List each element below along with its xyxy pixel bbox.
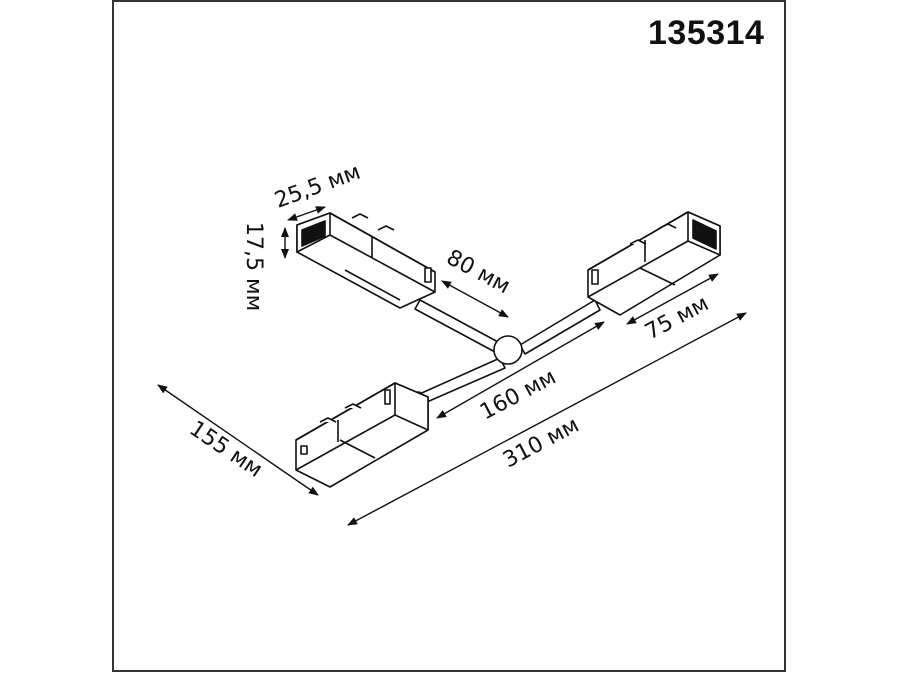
label-80: 80 мм: [442, 245, 514, 299]
dim-width-line: [287, 206, 326, 221]
dim-310-line: [347, 312, 747, 526]
dim-155-line: [157, 384, 319, 496]
module-upper-left: [296, 212, 436, 309]
module-lower-left: [295, 382, 429, 488]
frame-top-border: [112, 0, 786, 2]
label-height: 17,5 мм: [241, 222, 266, 311]
dim-80-line: [441, 280, 509, 318]
label-width: 25,5 мм: [272, 160, 364, 214]
article-number: 135314: [648, 14, 765, 52]
label-75: 75 мм: [641, 291, 713, 345]
module-upper-right: [587, 211, 721, 316]
label-155: 155 мм: [185, 416, 267, 483]
